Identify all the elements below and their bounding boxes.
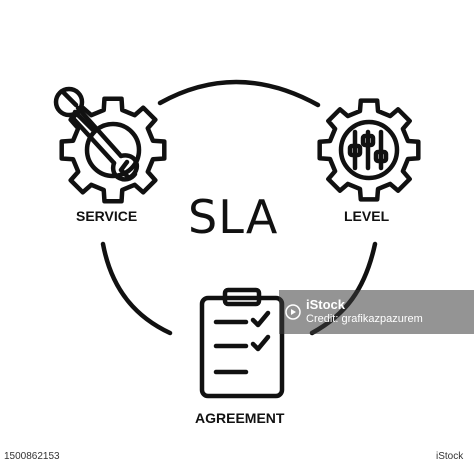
gear-outline [59, 96, 167, 204]
wrench-icon [53, 86, 140, 182]
clipboard-board [199, 295, 285, 399]
image-id: 1500862153 [4, 451, 60, 462]
play-icon [285, 304, 301, 320]
agreement-label: AGREEMENT [195, 410, 285, 426]
level-label: LEVEL [344, 208, 390, 224]
gear-wrench-icon [53, 86, 167, 204]
stock-watermark: iStock Credit: grafikazpazurem [279, 290, 474, 334]
footer-bar: 1500862153 iStock [0, 448, 474, 467]
clipboard-clip [222, 287, 262, 307]
check-icon [250, 310, 271, 328]
gear-inner-ring [84, 121, 142, 179]
gear-sliders-icon [317, 98, 421, 202]
sliders-icon [347, 129, 389, 171]
watermark-brand: iStock [306, 297, 346, 312]
clipboard-checklist-icon [199, 287, 285, 399]
footer-brand: iStock [436, 451, 464, 462]
arc-service-to-agreement [100, 241, 173, 336]
service-label: SERVICE [76, 208, 138, 224]
check-icon [250, 334, 271, 352]
arc-service-to-level [157, 79, 321, 108]
center-title: SLA [188, 190, 279, 244]
watermark-credit: Credit: grafikazpazurem [306, 313, 423, 325]
gear-inner-ring [338, 119, 400, 181]
gear-outline [317, 98, 421, 202]
